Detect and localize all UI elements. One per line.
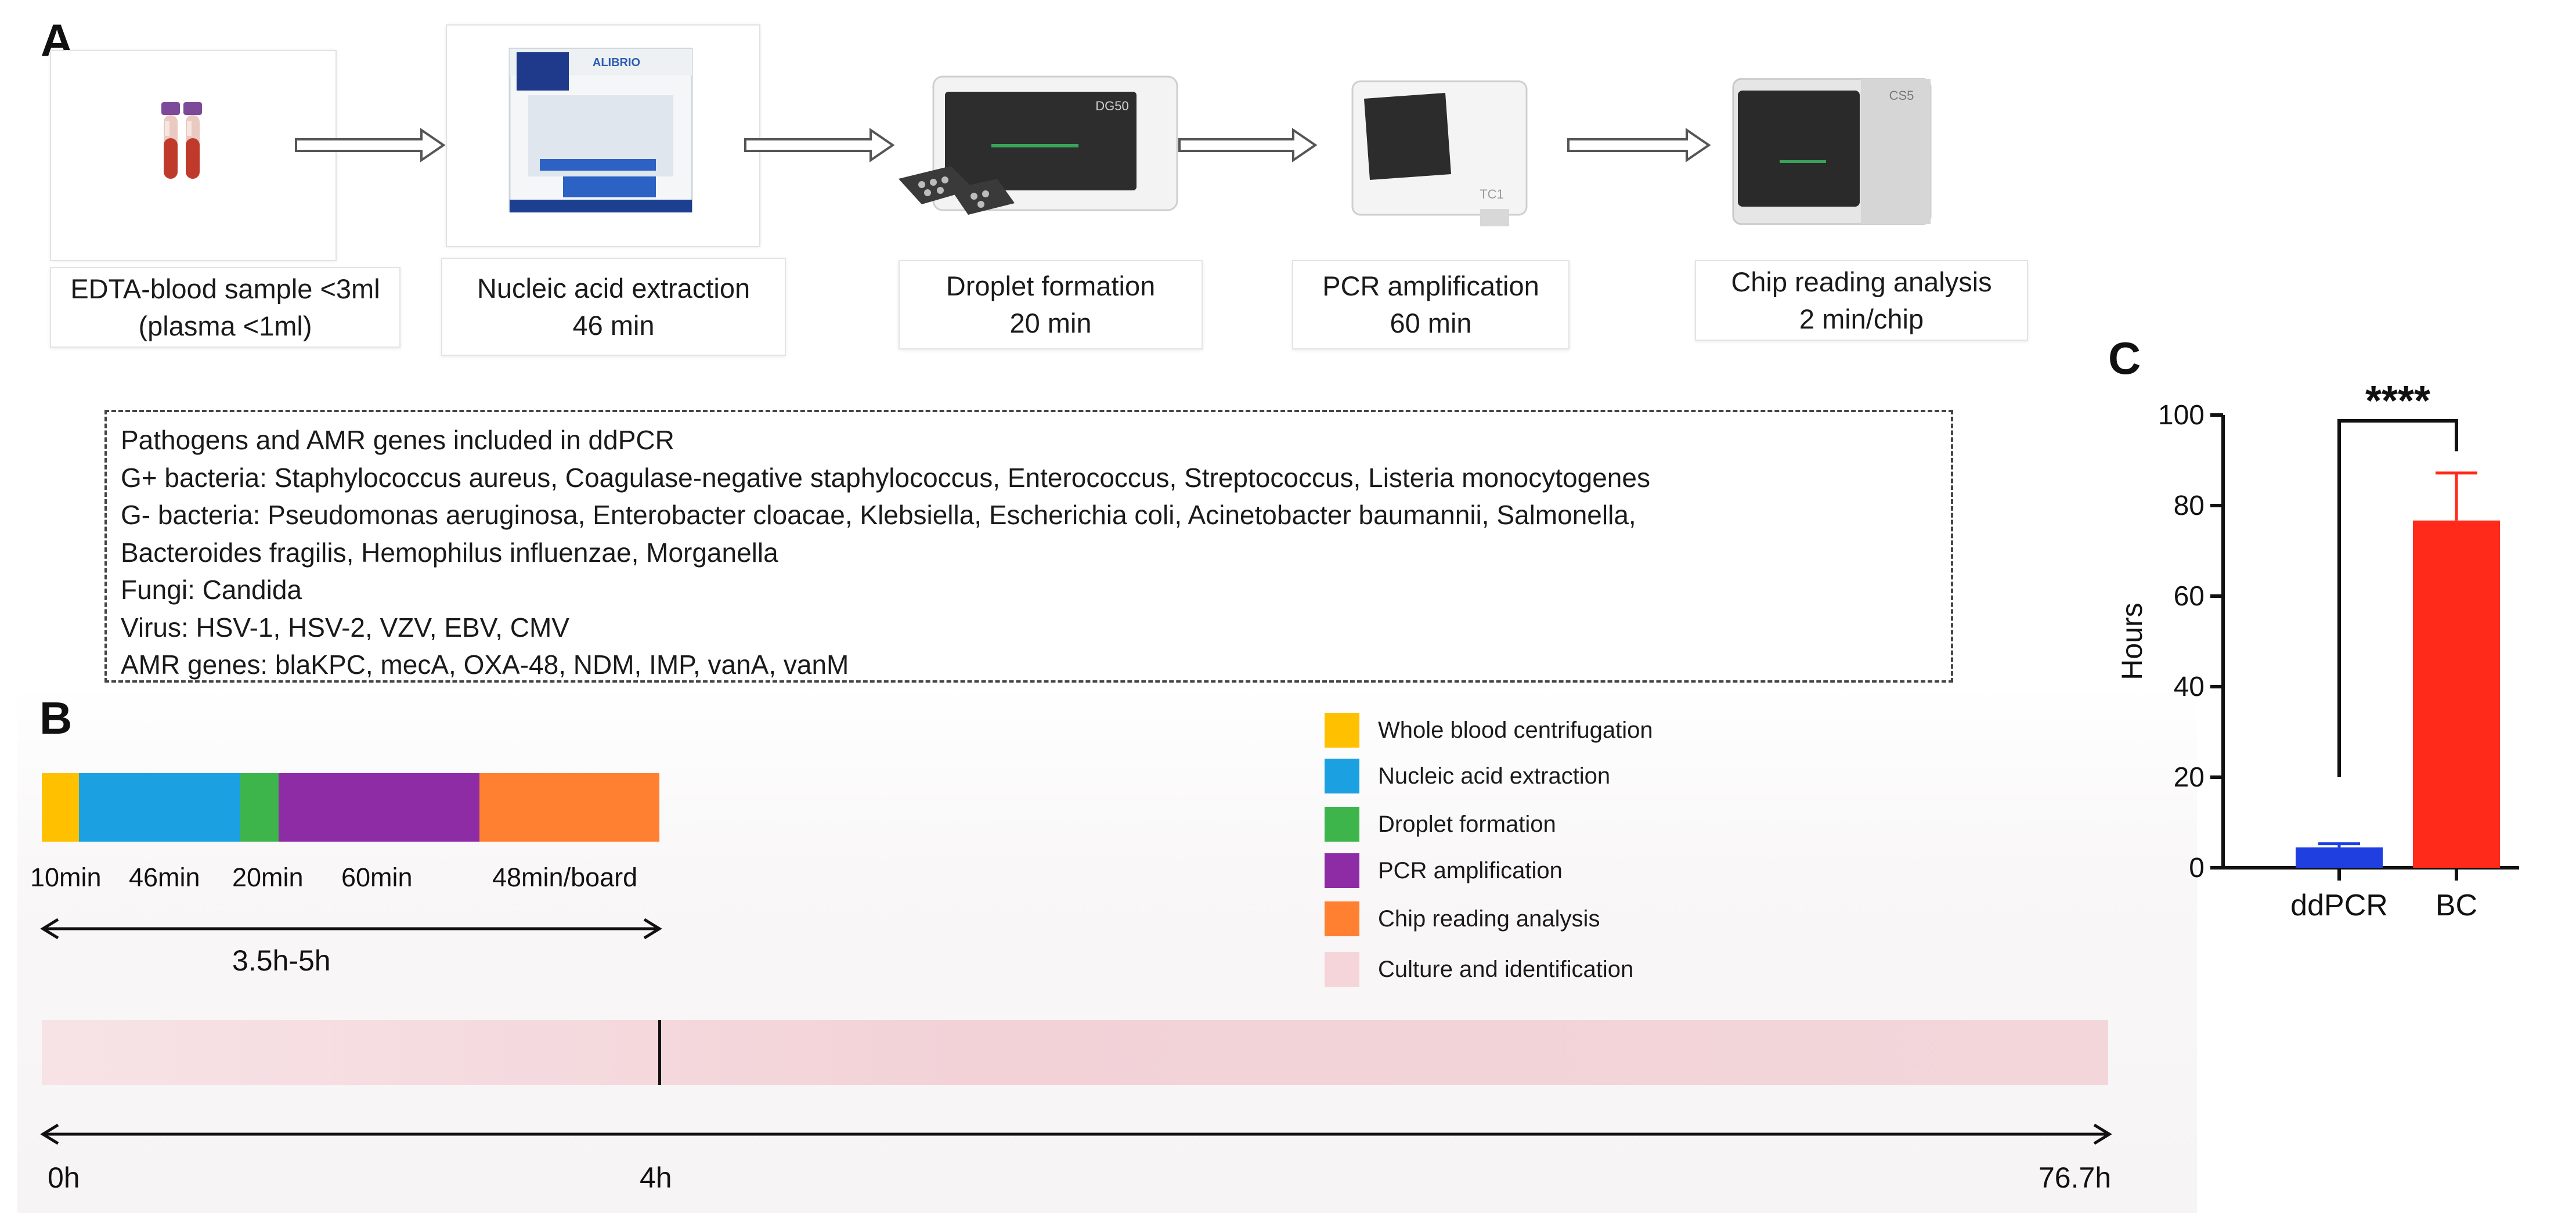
segment-centrifugation: [42, 773, 79, 842]
legend-swatch: [1325, 952, 1359, 987]
segment-label: 10min: [30, 863, 102, 892]
flow-arrow: [1178, 128, 1318, 163]
droplet-device-label: DG50: [1095, 99, 1128, 113]
y-tick-label: 20: [2174, 762, 2205, 793]
pathogen-list-title: Pathogens and AMR genes included in ddPC…: [121, 425, 674, 455]
y-tick-label: 0: [2189, 853, 2205, 883]
bar-bc: [2413, 520, 2500, 868]
step-caption-pcr: PCR amplification 60 min: [1292, 260, 1570, 349]
y-axis-label: Hours: [2116, 603, 2148, 680]
four-hour-marker: [658, 1020, 661, 1085]
panel-b-background: [17, 685, 2197, 1213]
step-caption-blood-sample: EDTA-blood sample <3ml (plasma <1ml): [50, 267, 401, 348]
blood-tubes-icon: [161, 102, 202, 179]
legend-label: Nucleic acid extraction: [1378, 763, 1611, 789]
y-tick-label: 80: [2174, 490, 2205, 521]
extractor-brand-text: ALIBRIO: [593, 56, 640, 69]
pathogen-line-gram-negative-cont: Bacteroides fragilis, Hemophilus influen…: [121, 537, 778, 568]
y-tick-label: 100: [2158, 400, 2205, 431]
pathogen-line-gram-negative: G- bacteria: Pseudomonas aeruginosa, Ent…: [121, 500, 1636, 530]
legend-swatch: [1325, 759, 1359, 793]
legend-swatch: [1325, 853, 1359, 888]
pathogen-line-virus: Virus: HSV-1, HSV-2, VZV, EBV, CMV: [121, 612, 569, 643]
chart-marks: ****: [2296, 378, 2500, 868]
legend-label: Droplet formation: [1378, 811, 1556, 837]
time-tick-label: 76.7h: [2039, 1161, 2112, 1194]
droplet-generator-icon: DG50: [899, 75, 1178, 215]
legend-swatch: [1325, 713, 1359, 748]
step-caption-line2: (plasma <1ml): [138, 310, 312, 341]
step-caption-line1: PCR amplification: [1322, 270, 1539, 301]
reader-device-label: CS5: [1889, 88, 1914, 103]
nucleic-acid-extractor-icon: ALIBRIO: [508, 48, 693, 212]
span-label: 3.5h-5h: [232, 944, 331, 977]
chip-reader-icon: CS5: [1732, 78, 1932, 225]
step-caption-chip-reading: Chip reading analysis 2 min/chip: [1695, 260, 2028, 341]
segment-droplet: [240, 773, 279, 842]
step-caption-line2: 2 min/chip: [1799, 303, 1924, 334]
time-tick-label: 4h: [640, 1161, 672, 1194]
pcr-device-label: TC1: [1480, 187, 1504, 201]
y-tick-label: 40: [2174, 672, 2205, 702]
legend-swatch: [1325, 901, 1359, 936]
pathogen-list-box: Pathogens and AMR genes included in ddPC…: [104, 410, 1953, 683]
time-tick-label: 0h: [48, 1161, 80, 1194]
culture-timeline-bar: [42, 1020, 2108, 1085]
extractor-photo: ALIBRIO: [446, 24, 760, 247]
pathogen-line-amr: AMR genes: blaKPC, mecA, OXA-48, NDM, IM…: [121, 650, 849, 680]
flow-arrow: [1567, 128, 1711, 163]
step-caption-line1: Chip reading analysis: [1731, 266, 1992, 297]
step-caption-droplet: Droplet formation 20 min: [899, 260, 1203, 349]
legend-swatch: [1325, 807, 1359, 842]
legend-label: PCR amplification: [1378, 858, 1563, 883]
segment-pcr: [279, 773, 479, 842]
legend-label: Culture and identification: [1378, 957, 1634, 982]
segment-extraction: [79, 773, 240, 842]
segment-label: 48min/board: [492, 863, 638, 892]
segment-chip-reading: [479, 773, 659, 842]
flow-arrow: [295, 128, 446, 163]
step-caption-line2: 46 min: [572, 309, 655, 341]
step-caption-line1: Nucleic acid extraction: [477, 272, 751, 304]
bar-ddpcr: [2296, 847, 2383, 868]
legend-label: Chip reading analysis: [1378, 906, 1600, 932]
x-tick-label: ddPCR: [2290, 889, 2388, 922]
significance-stars: ****: [2365, 378, 2430, 424]
significance-bracket: [2337, 419, 2458, 777]
panel-label-c: C: [2108, 333, 2141, 384]
step-caption-line1: Droplet formation: [946, 270, 1156, 301]
segment-label: 60min: [341, 863, 413, 892]
pathogen-line-gram-positive: G+ bacteria: Staphylococcus aureus, Coag…: [121, 462, 1650, 493]
step-caption-line2: 20 min: [1009, 308, 1092, 338]
time-axis-arrow: [40, 1123, 2112, 1145]
pcr-thermocycler-icon: TC1: [1351, 80, 1528, 226]
span-arrow: [40, 918, 662, 940]
flow-arrow: [744, 128, 895, 163]
step-caption-line2: 60 min: [1390, 308, 1472, 338]
pathogen-line-fungi: Fungi: Candida: [121, 575, 302, 605]
step-caption-line1: EDTA-blood sample <3ml: [70, 273, 380, 304]
panel-label-b: B: [39, 692, 73, 744]
step-caption-extraction: Nucleic acid extraction 46 min: [441, 258, 786, 356]
blood-sample-photo: [50, 50, 337, 261]
segment-label: 46min: [129, 863, 200, 892]
x-tick-label: BC: [2436, 889, 2477, 922]
y-tick-label: 60: [2174, 581, 2205, 612]
segment-label: 20min: [232, 863, 304, 892]
legend-label: Whole blood centrifugation: [1378, 717, 1653, 743]
